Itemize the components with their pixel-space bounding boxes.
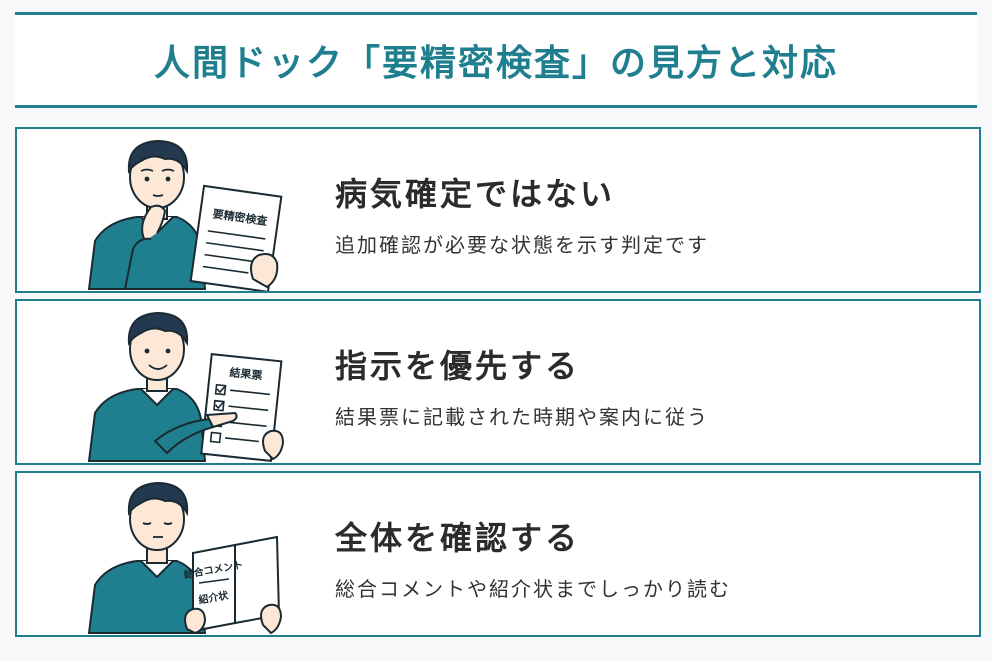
card-not-diagnosis: 要精密検査 病気確定ではない 追加確認が必要な状態を示す判定です	[15, 127, 981, 293]
man-reading-booklet-icon: 総合コメント 紹介状	[87, 481, 283, 635]
document-label: 結果票	[229, 365, 263, 382]
card-heading: 指示を優先する	[335, 347, 581, 385]
card-check-all: 総合コメント 紹介状 全体を確認する 総合コメントや紹介状までしっかり読む	[15, 471, 981, 637]
title-banner: 人間ドック「要精密検査」の見方と対応	[15, 12, 977, 108]
card-subtext: 追加確認が必要な状態を示す判定です	[335, 233, 709, 257]
page-title: 人間ドック「要精密検査」の見方と対応	[153, 43, 838, 84]
card-follow-instructions: 結果票 指示を優先する 結果票に記載された時期や案内に従う	[15, 299, 981, 465]
card-heading: 病気確定ではない	[335, 175, 616, 213]
man-thinking-holding-paper-icon: 要精密検査	[87, 139, 283, 291]
card-heading: 全体を確認する	[335, 519, 581, 557]
card-subtext: 結果票に記載された時期や案内に従う	[335, 405, 709, 429]
card-subtext: 総合コメントや紹介状までしっかり読む	[335, 577, 731, 601]
man-pointing-at-checklist-icon: 結果票	[87, 311, 285, 462]
